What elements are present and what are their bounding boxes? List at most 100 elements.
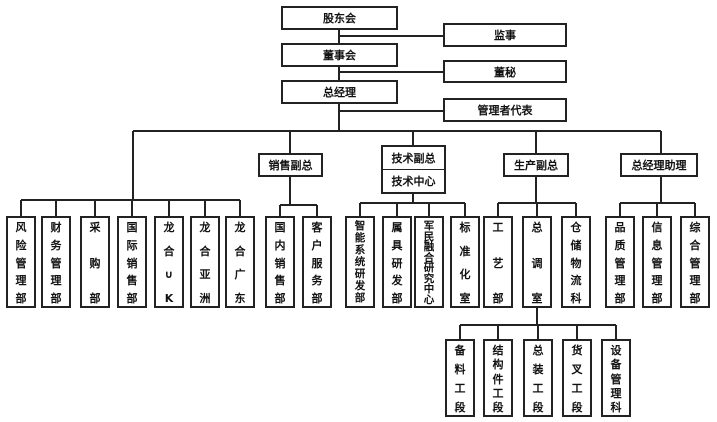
fork-section-char: 货 — [571, 344, 583, 357]
dispatch-char: 调 — [531, 256, 543, 270]
board-secretary-label: 董秘 — [494, 65, 516, 79]
logistics-box: 仓储物流科 — [561, 216, 591, 308]
customer-service-char: 客 — [311, 221, 323, 234]
smart-system-rd-char: 能 — [354, 232, 366, 245]
fork-section-char: 工 — [571, 382, 583, 395]
process-char: 艺 — [492, 256, 504, 270]
customer-service-char: 务 — [311, 274, 323, 288]
info-box: 信息管理部 — [642, 216, 672, 308]
logistics-char: 储 — [570, 238, 582, 252]
logistics-char: 物 — [570, 256, 582, 270]
tech-vp-label: 技术副总 — [391, 152, 436, 165]
gm-assistant-label: 总经理助理 — [631, 159, 687, 172]
risk-char: 管 — [15, 256, 27, 270]
dispatch-char: 室 — [531, 292, 543, 305]
structure-section-char: 件 — [492, 372, 504, 386]
finance-char: 务 — [50, 238, 62, 252]
structure-section-box: 结构件工段 — [483, 339, 513, 417]
finance-char: 部 — [50, 292, 62, 305]
domestic-sales-char: 部 — [274, 292, 286, 305]
structure-section-char: 段 — [492, 401, 504, 414]
longhe-asia-char: 亚 — [199, 268, 211, 282]
standardization-char: 室 — [459, 291, 471, 305]
assembly-section-char: 工 — [532, 382, 544, 395]
customer-service-char: 户 — [311, 238, 323, 252]
material-section-box: 备料工段 — [445, 339, 475, 417]
shareholders-box: 股东会 — [281, 6, 398, 30]
standardization-char: 标 — [459, 221, 471, 234]
intl-sales-char: 际 — [126, 238, 138, 252]
quality-char: 品 — [614, 221, 626, 234]
purchase-box: 采购部 — [80, 216, 110, 308]
gm-assistant-box: 总经理助理 — [620, 153, 698, 177]
fork-section-box: 货叉工段 — [562, 339, 592, 417]
rigging-rd-char: 具 — [391, 238, 403, 252]
general-admin-char: 合 — [689, 238, 701, 252]
intl-sales-char: 部 — [126, 292, 138, 305]
logistics-char: 仓 — [570, 221, 582, 234]
rigging-rd-char: 发 — [391, 274, 403, 288]
domestic-sales-char: 国 — [274, 221, 286, 234]
smart-system-rd-box: 智能系统研发部 — [345, 216, 375, 308]
equipment-mgmt-char: 科 — [610, 401, 622, 414]
sales-vp-label: 销售副总 — [268, 159, 313, 172]
intl-sales-char: 销 — [126, 256, 138, 270]
purchase-char: 购 — [89, 256, 101, 270]
finance-char: 财 — [50, 221, 62, 234]
smart-system-rd-char: 智 — [354, 220, 366, 232]
equipment-mgmt-char: 理 — [610, 386, 622, 400]
standardization-char: 化 — [459, 268, 471, 282]
risk-char: 部 — [15, 292, 27, 305]
material-section-char: 工 — [454, 382, 466, 395]
risk-char: 风 — [15, 221, 27, 234]
civil-military-center-char: 研 — [423, 262, 435, 274]
standardization-box: 标准化室 — [450, 216, 480, 308]
production-vp-box: 生产副总 — [503, 153, 569, 177]
rigging-rd-char: 研 — [391, 256, 403, 270]
civil-military-center-char: 心 — [423, 293, 435, 306]
longhe-guangdong-char: 广 — [234, 268, 246, 282]
equipment-mgmt-char: 设 — [610, 344, 622, 357]
domestic-sales-char: 售 — [274, 274, 286, 288]
tech-center-box: 技术中心 — [381, 169, 446, 194]
quality-char: 部 — [614, 292, 626, 305]
quality-char: 管 — [614, 256, 626, 270]
domestic-sales-box: 国内销售部 — [265, 216, 295, 308]
intl-sales-char: 售 — [126, 274, 138, 288]
longhe-uk-char: 龙 — [163, 221, 175, 234]
board-label: 董事会 — [323, 49, 356, 62]
general-manager-label: 总经理 — [323, 86, 356, 99]
domestic-sales-char: 内 — [274, 238, 286, 252]
finance-char: 管 — [50, 256, 62, 270]
longhe-asia-box: 龙合亚洲 — [190, 216, 220, 308]
general-admin-char: 管 — [689, 256, 701, 270]
fork-section-char: 叉 — [571, 363, 583, 376]
quality-box: 品质管理部 — [605, 216, 635, 308]
longhe-guangdong-char: 东 — [234, 291, 246, 305]
intl-sales-char: 国 — [126, 221, 138, 234]
rigging-rd-char: 部 — [391, 292, 403, 305]
supervisor-box: 监事 — [443, 23, 567, 47]
risk-char: 理 — [15, 274, 27, 288]
longhe-uk-char: K — [164, 291, 174, 305]
structure-section-char: 结 — [492, 344, 504, 357]
smart-system-rd-char: 部 — [354, 292, 366, 305]
equipment-mgmt-box: 设备管理科 — [601, 339, 631, 417]
civil-military-center-char: 民 — [423, 230, 435, 243]
civil-military-center-box: 军民融合研究中心 — [414, 216, 444, 308]
longhe-asia-char: 洲 — [199, 291, 211, 305]
logistics-char: 科 — [570, 292, 582, 305]
customer-service-box: 客户服务部 — [302, 216, 332, 308]
logistics-char: 流 — [570, 274, 582, 288]
structure-section-char: 构 — [492, 358, 504, 372]
longhe-uk-box: 龙合∪K — [154, 216, 184, 308]
quality-char: 质 — [614, 238, 626, 252]
civil-military-center-char: 军 — [423, 220, 435, 232]
process-char: 部 — [492, 292, 504, 305]
purchase-char: 部 — [89, 292, 101, 305]
longhe-uk-char: 合 — [163, 244, 175, 258]
risk-box: 风险管理部 — [6, 216, 36, 308]
supervisor-label: 监事 — [494, 29, 516, 42]
